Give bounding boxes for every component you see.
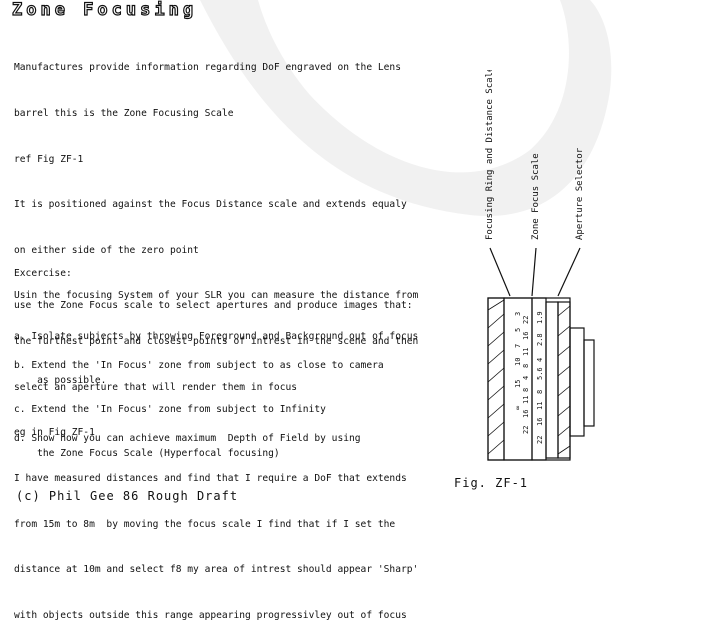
grip-hatching — [487, 299, 571, 455]
barrel-outline — [487, 297, 595, 461]
exercise-item-a: a. Isolate subjects by throwing Foregrou… — [14, 331, 419, 342]
zone-scale-value: 22 — [522, 426, 530, 434]
label-aperture-selector: Aperture Selector — [575, 147, 585, 240]
lens-barrel-figure: Focusing Ring and Distance Scale Zone Fo… — [485, 70, 595, 461]
label-zone-focus-scale: Zone Focus Scale — [531, 153, 541, 240]
aperture-scale-value: 1.9 — [536, 311, 544, 324]
exercise-item-b: b. Extend the 'In Focus' zone from subje… — [14, 360, 384, 386]
pointer-focus-ring — [489, 247, 511, 297]
exercise-item-d: d. Show how you can achieve maximum Dept… — [14, 433, 361, 459]
aperture-scale-value: 5.6 — [536, 367, 544, 380]
body-line: with objects outside this range appearin… — [14, 609, 407, 621]
zone-scale-value: 16 — [522, 332, 530, 340]
zone-scale-value: 11 — [522, 348, 530, 356]
pointer-zone-scale — [531, 247, 537, 297]
distance-scale-value: 15 — [514, 380, 522, 388]
distance-scale-value: 10 — [514, 358, 522, 366]
body-line: ref Fig ZF-1 — [14, 153, 84, 165]
aperture-scale-value: 16 — [536, 418, 544, 426]
aperture-scale-value: 4 — [536, 358, 544, 362]
body-line: I have measured distances and find that … — [14, 472, 407, 484]
zone-scale-value: 8 — [522, 388, 530, 392]
zone-scale-value: 4 — [522, 376, 530, 380]
zone-scale-value: 11 — [522, 396, 530, 404]
aperture-scale-value: 11 — [536, 402, 544, 410]
body-line: Manufactures provide information regardi… — [14, 62, 401, 74]
distance-scale-value: 5 — [514, 328, 522, 332]
distance-scale-value: 3 — [514, 312, 522, 316]
body-line: from 15m to 8m by moving the focus scale… — [14, 518, 396, 530]
body-line: select an aperture that will render them… — [14, 381, 298, 393]
exercise-item-c: c. Extend the 'In Focus' zone from subje… — [14, 404, 326, 415]
zone-scale-value: 8 — [522, 364, 530, 368]
aperture-scale-value: 22 — [536, 436, 544, 444]
pointer-aperture — [557, 247, 581, 297]
exercise-heading: Excercise: — [14, 268, 72, 279]
body-line: barrel this is the Zone Focusing Scale — [14, 108, 234, 120]
page-title: Zone Focusing — [11, 0, 198, 21]
body-line: distance at 10m and select f8 my area of… — [14, 564, 419, 576]
label-focusing-ring: Focusing Ring and Distance Scale — [485, 70, 495, 240]
figure-caption: Fig. ZF-1 — [454, 476, 529, 490]
copyright-footer: (c) Phil Gee 86 Rough Draft — [16, 489, 239, 503]
body-line: Usin the focusing System of your SLR you… — [14, 290, 419, 302]
aperture-scale-value: 2.8 — [536, 333, 544, 346]
body-line: It is positioned against the Focus Dista… — [14, 199, 407, 211]
exercise-intro: use the Zone Focus scale to select apert… — [14, 300, 413, 311]
zone-scale-value: 16 — [522, 410, 530, 418]
distance-scale-value: ∞ — [514, 406, 522, 410]
distance-scale-value: 7 — [514, 344, 522, 348]
body-line: on either side of the zero point — [14, 244, 199, 256]
aperture-scale-value: 8 — [536, 390, 544, 394]
body-line: eg in Fig ZF-1 — [14, 427, 95, 439]
body-line: the furthest point and closest points of… — [14, 336, 419, 348]
zone-scale-value: 22 — [522, 316, 530, 324]
